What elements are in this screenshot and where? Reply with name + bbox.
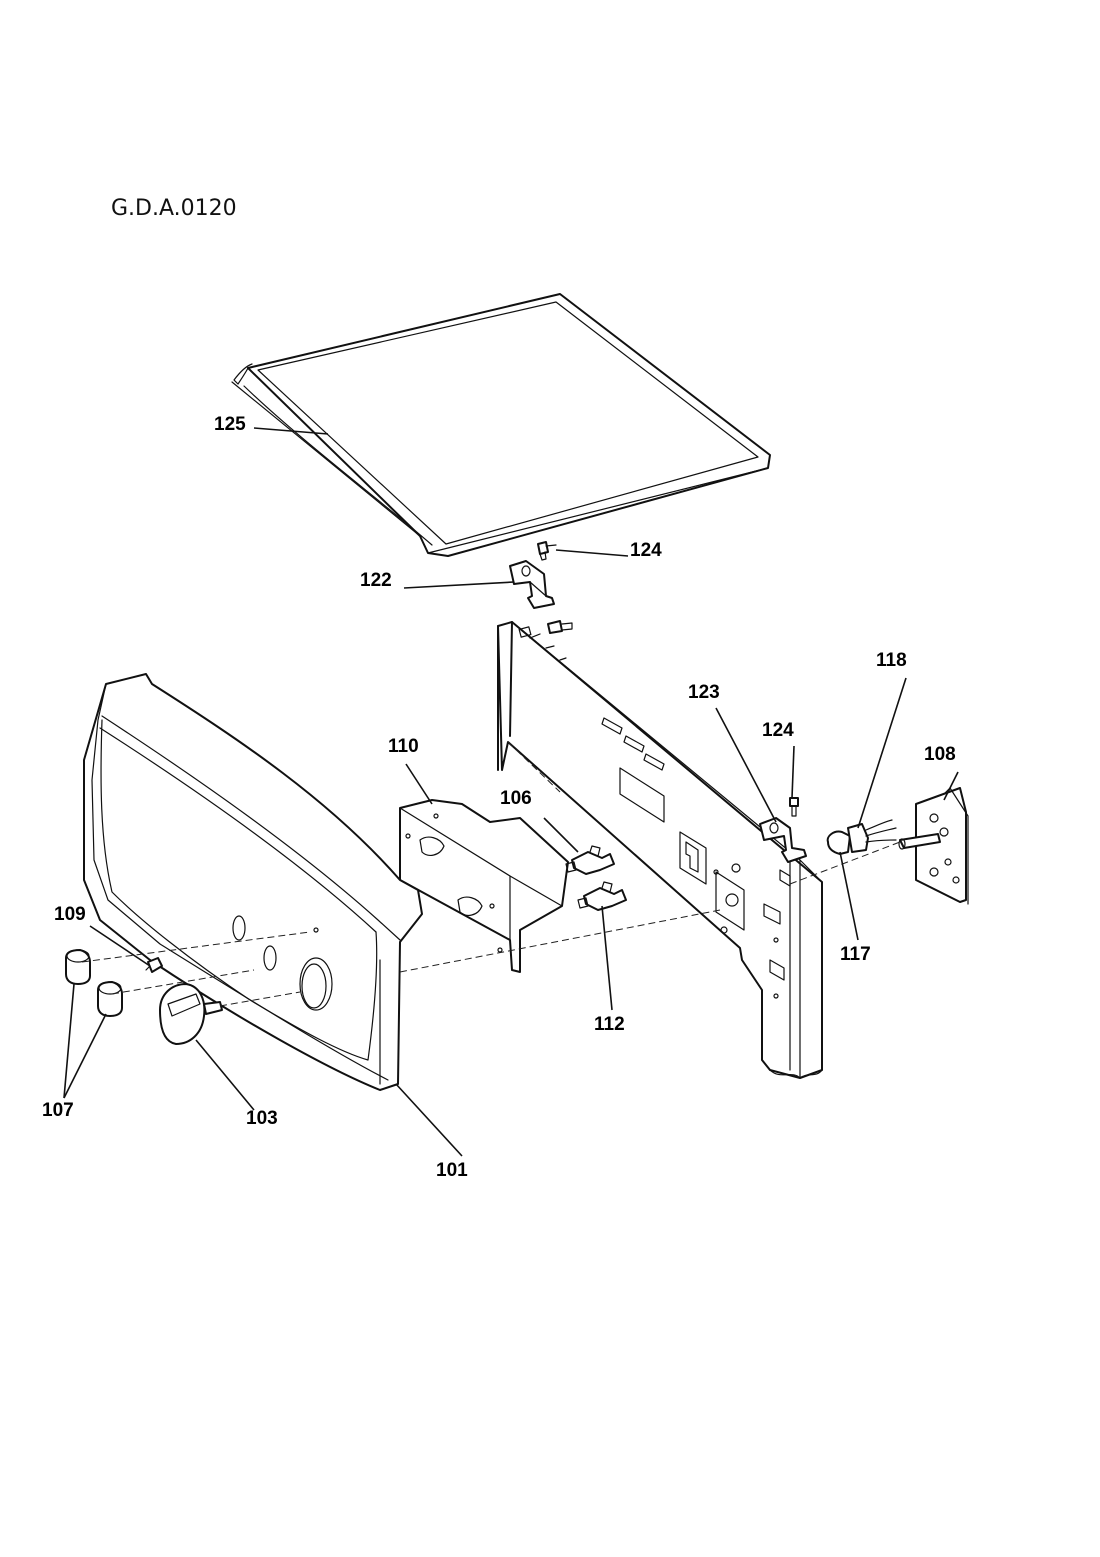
part-123-hinge-bracket	[759, 817, 807, 863]
label-117: 117	[840, 944, 871, 965]
label-124-upper: 124	[630, 540, 662, 561]
part-101-front-fascia	[83, 673, 423, 1091]
label-103: 103	[246, 1108, 278, 1129]
diagram-code: G.D.A.0120	[111, 196, 237, 221]
part-124-screw-lower	[789, 797, 799, 817]
part-106-push-switch	[565, 845, 615, 875]
screw-icon	[547, 620, 573, 634]
part-122-hinge-bracket	[509, 560, 555, 609]
label-122: 122	[360, 570, 392, 591]
assembly-lines	[81, 741, 901, 1007]
part-117-lamp-holder	[826, 819, 897, 855]
label-109: 109	[54, 904, 86, 925]
label-108: 108	[924, 744, 956, 765]
label-110: 110	[388, 736, 419, 757]
label-112: 112	[594, 1014, 625, 1035]
label-125: 125	[214, 414, 246, 435]
rear-control-panel	[497, 621, 823, 1079]
leader-lines	[63, 427, 959, 1157]
label-107: 107	[42, 1100, 74, 1121]
part-125-top-lid	[231, 293, 771, 557]
label-106: 106	[500, 788, 532, 809]
part-112-push-switch	[577, 881, 627, 911]
part-110-support-plate	[399, 799, 569, 973]
part-124-screw-upper	[537, 541, 557, 561]
label-124-lower: 124	[762, 720, 794, 741]
part-109-clip	[145, 957, 163, 973]
part-labels: 125 124 122 118 123 124 110 108 106 109 …	[42, 414, 956, 1181]
part-108-timer-switch	[898, 787, 969, 905]
part-107-buttons	[65, 949, 123, 1017]
label-123: 123	[688, 682, 720, 703]
label-118: 118	[876, 650, 907, 671]
label-101: 101	[436, 1160, 468, 1181]
part-103-control-knob	[159, 983, 223, 1045]
